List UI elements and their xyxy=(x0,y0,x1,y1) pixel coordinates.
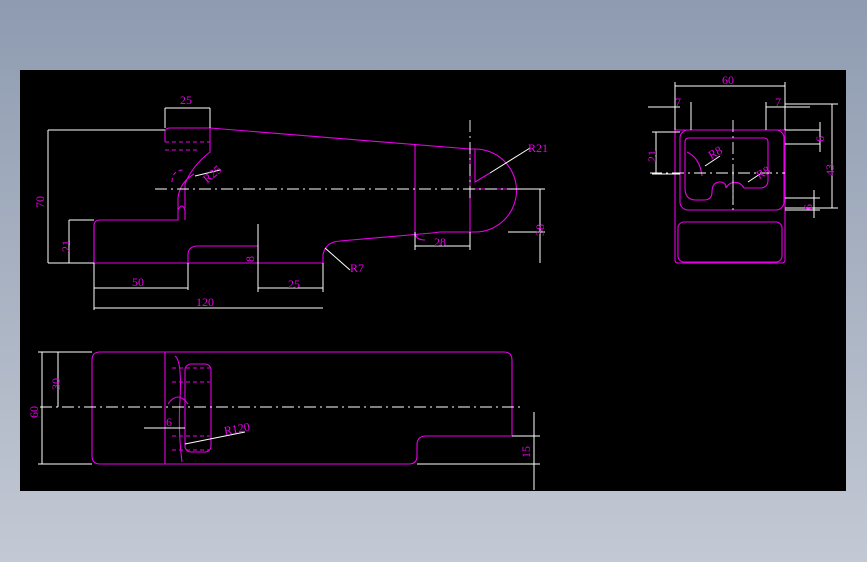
front-view: 25 70 R25 R21 38 28 21 8 R7 50 25 120 xyxy=(33,93,548,310)
dim-front-r25: R25 xyxy=(200,162,224,186)
dim-top-6: 6 xyxy=(166,415,172,429)
dim-front-r7: R7 xyxy=(350,261,364,275)
dim-front-8: 8 xyxy=(243,256,257,262)
dim-side-43: 43 xyxy=(823,164,837,176)
dim-side-6-bottom: 6 xyxy=(801,204,815,210)
dim-front-21: 21 xyxy=(59,240,73,252)
dim-top-60: 60 xyxy=(27,406,41,418)
dim-front-70: 70 xyxy=(33,196,47,208)
dim-side-r8-left: R8 xyxy=(706,143,725,162)
front-view-arc xyxy=(184,127,211,208)
dim-front-120: 120 xyxy=(196,295,214,309)
dim-side-60: 60 xyxy=(722,73,734,87)
dim-top-30: 30 xyxy=(49,378,63,390)
top-view-outline xyxy=(91,351,513,465)
dim-side-6-top: 6 xyxy=(813,136,827,142)
front-view-outline xyxy=(93,127,517,264)
cad-drawing: 25 70 R25 R21 38 28 21 8 R7 50 25 120 60… xyxy=(27,73,838,490)
dim-front-r21: R21 xyxy=(528,141,548,155)
dim-side-7-left: 7 xyxy=(675,95,681,109)
dim-front-50: 50 xyxy=(132,275,144,289)
drawing-canvas[interactable]: 25 70 R25 R21 38 28 21 8 R7 50 25 120 60… xyxy=(20,70,846,491)
dim-top-15: 15 xyxy=(519,446,533,458)
top-view: 30 60 6 R120 15 xyxy=(27,351,540,490)
dim-front-28: 28 xyxy=(434,235,446,249)
dim-front-25-top: 25 xyxy=(180,93,192,107)
dim-side-r8-right: R8 xyxy=(754,163,773,182)
dim-front-38: 38 xyxy=(533,224,547,236)
side-view: 60 7 7 6 21 R8 R8 43 6 xyxy=(645,73,838,264)
dim-front-25-bottom: 25 xyxy=(288,277,300,291)
dim-top-r120: R120 xyxy=(223,420,251,438)
dim-side-21: 21 xyxy=(645,150,659,162)
dim-side-7-right: 7 xyxy=(775,95,781,109)
side-view-outline xyxy=(674,129,786,264)
